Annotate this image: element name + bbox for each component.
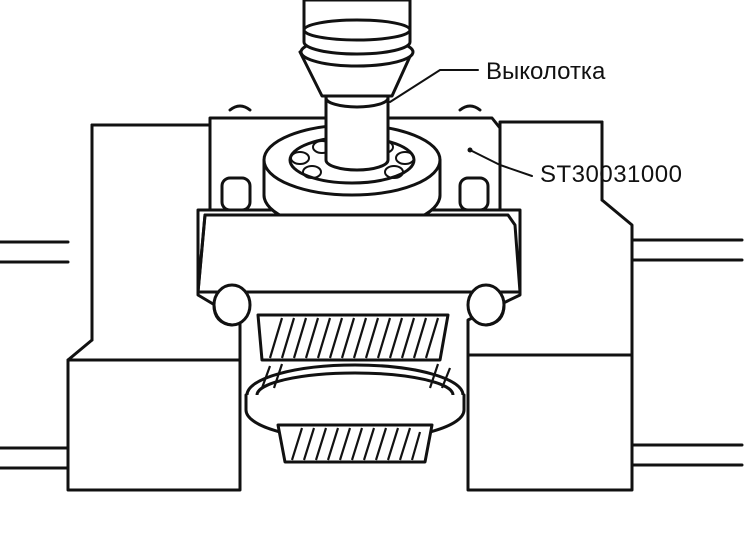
right-press-block [466, 120, 634, 492]
gear-stack [244, 313, 466, 464]
drift-tool [298, 0, 415, 172]
press-rails [0, 238, 744, 470]
puller-crossbar [196, 213, 522, 294]
special-tool-label: ST30031000 [540, 161, 683, 188]
drift-label: Выколотка [486, 58, 606, 85]
leader-lines [389, 69, 533, 177]
puller-bolts [212, 283, 506, 327]
